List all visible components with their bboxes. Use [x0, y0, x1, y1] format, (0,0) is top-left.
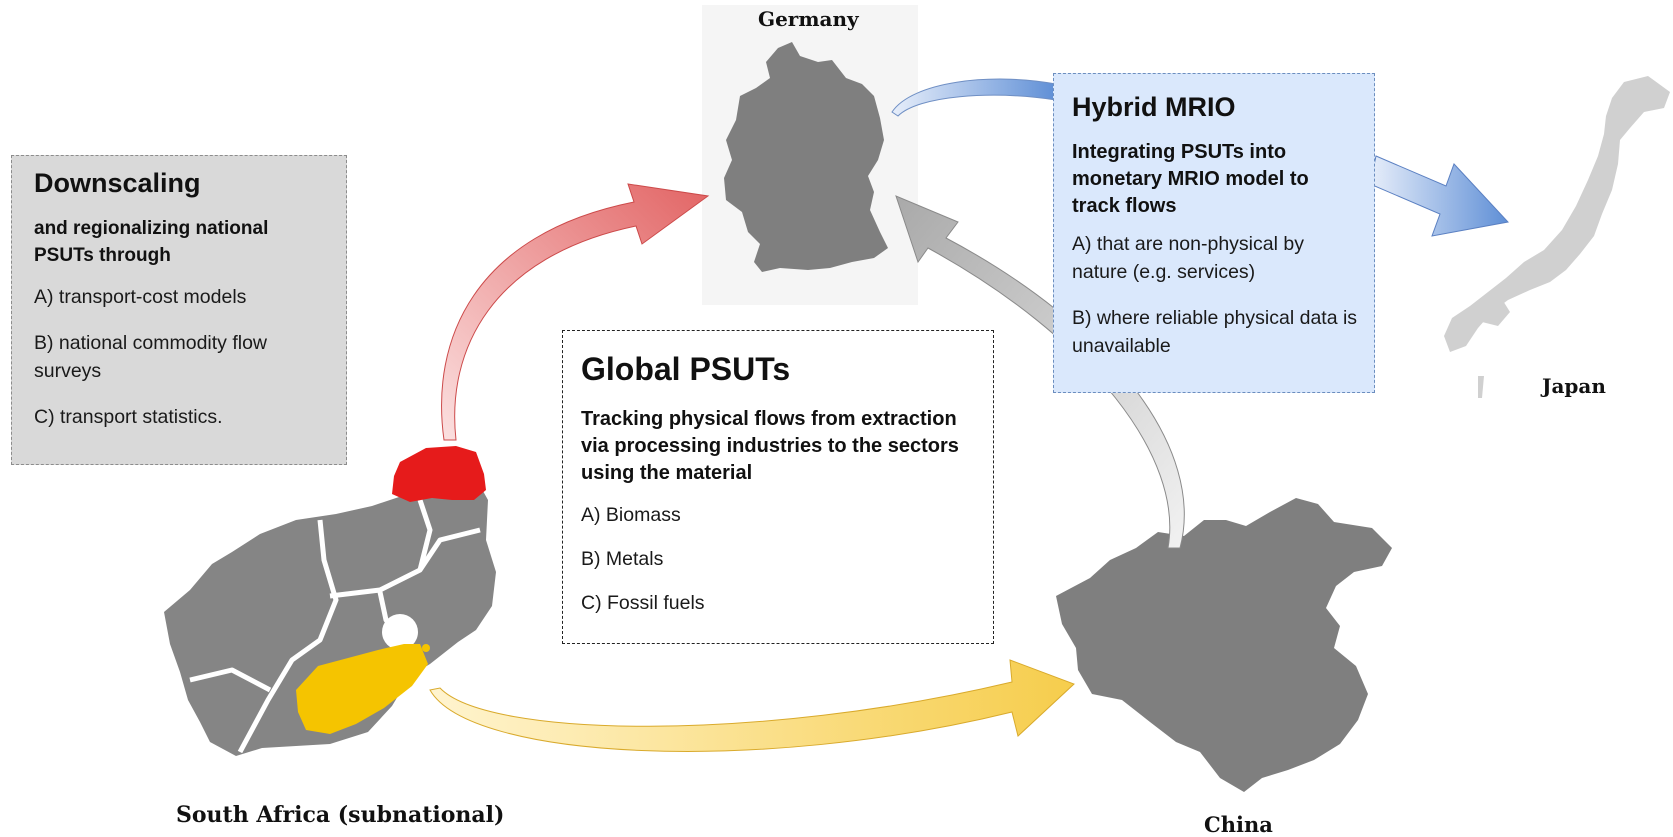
global-psuts-box: Global PSUTs Tracking physical flows fro… — [562, 330, 994, 644]
south-africa-red-province — [392, 446, 486, 502]
hybrid-mrio-box: Hybrid MRIO Integrating PSUTs into monet… — [1053, 73, 1375, 393]
china-label: China — [1204, 812, 1273, 837]
japan-label: Japan — [1542, 374, 1606, 398]
japan-map — [1444, 76, 1670, 352]
global-psuts-subtitle: Tracking physical flows from extraction … — [581, 408, 959, 484]
red-flow-arrow — [441, 183, 710, 441]
global-psuts-item: A) Biomass — [581, 504, 681, 526]
japan-map-islands — [1478, 296, 1510, 398]
global-psuts-title: Global PSUTs — [581, 351, 791, 387]
hybrid-mrio-item: B) where reliable physical data is unava… — [1072, 307, 1358, 357]
hybrid-mrio-item: A) that are non-physical by nature (e.g.… — [1072, 233, 1304, 283]
downscaling-item: B) national commodity flow surveys — [34, 332, 268, 382]
china-map — [1056, 498, 1392, 792]
downscaling-subtitle: and regionalizing national PSUTs through — [34, 218, 269, 266]
global-psuts-item: C) Fossil fuels — [581, 592, 705, 614]
downscaling-item: C) transport statistics. — [34, 406, 223, 428]
lesotho-gap — [382, 614, 418, 650]
global-psuts-item: B) Metals — [581, 548, 664, 570]
gray-flow-arrow — [895, 195, 1185, 549]
south-africa-label: South Africa (subnational) — [176, 802, 505, 828]
yellow-flow-arrow — [429, 659, 1075, 752]
blue-flow-arrow — [1369, 155, 1509, 237]
downscaling-title: Downscaling — [34, 168, 201, 198]
hybrid-mrio-title: Hybrid MRIO — [1072, 92, 1236, 122]
south-africa-yellow-province — [296, 644, 428, 734]
germany-map — [724, 42, 888, 272]
south-africa-yellow-dot — [422, 644, 430, 652]
hybrid-mrio-subtitle: Integrating PSUTs into monetary MRIO mod… — [1072, 141, 1309, 217]
downscaling-item: A) transport-cost models — [34, 286, 247, 308]
downscaling-box: Downscaling and regionalizing national P… — [11, 155, 347, 465]
germany-label: Germany — [758, 7, 859, 31]
